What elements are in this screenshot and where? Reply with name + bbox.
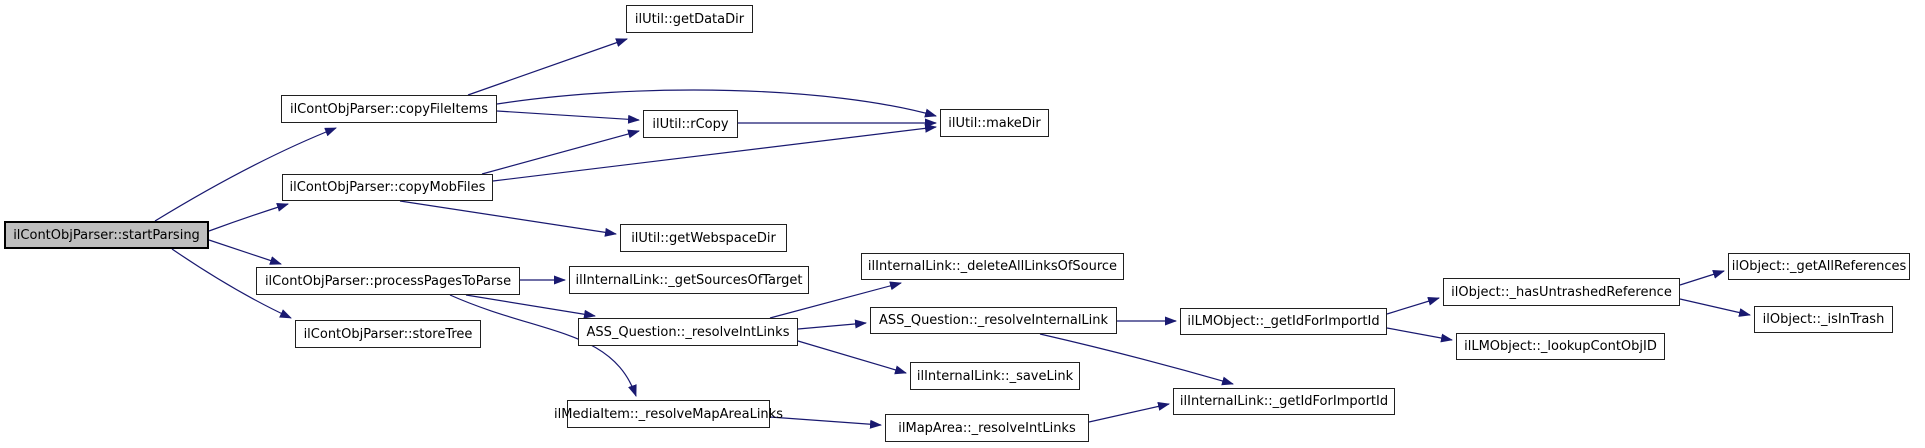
node-media-resolve-map-area-links[interactable]: ilMediaItem::_resolveMapAreaLinks — [554, 400, 783, 428]
node-label: ilLMObject::_lookupContObjID — [1464, 339, 1657, 354]
edge-lm-get-id-for-import-id-to-has-untrashed-reference — [1386, 296, 1440, 315]
node-is-in-trash[interactable]: ilObject::_isInTrash — [1754, 306, 1893, 333]
node-ass-resolve-int-links[interactable]: ASS_Question::_resolveIntLinks — [578, 318, 798, 346]
node-label: ilInternalLink::_deleteAllLinksOfSource — [867, 259, 1118, 274]
edge-start-parsing-to-copy-file-items — [154, 127, 337, 222]
edge-copy-file-items-to-get-data-dir — [467, 38, 628, 96]
node-delete-all-links-of-source[interactable]: ilInternalLink::_deleteAllLinksOfSource — [861, 253, 1124, 280]
node-has-untrashed-reference[interactable]: ilObject::_hasUntrashedReference — [1443, 278, 1680, 306]
node-label: ilContObjParser::copyMobFiles — [289, 180, 486, 195]
edge-copy-mob-files-to-make-dir — [492, 123, 937, 182]
edge-ass-resolve-internal-link-to-il-get-id-for-import-id — [1039, 333, 1234, 386]
node-start-parsing: ilContObjParser::startParsing — [4, 221, 209, 249]
node-label: ilUtil::getWebspaceDir — [631, 230, 776, 246]
edge-process-pages-to-parse-to-media-resolve-map-area-links — [449, 294, 637, 397]
node-label: ilInternalLink::_saveLink — [916, 368, 1074, 384]
node-label: ilMediaItem::_resolveMapAreaLinks — [554, 406, 783, 422]
node-label: ilLMObject::_getIdForImportId — [1187, 314, 1380, 329]
edge-ass-resolve-int-links-to-save-link — [797, 340, 907, 375]
node-label: ilInternalLink::_getSourcesOfTarget — [575, 272, 803, 288]
node-copy-mob-files[interactable]: ilContObjParser::copyMobFiles — [282, 174, 493, 201]
node-map-area-resolve-int-links[interactable]: ilMapArea::_resolveIntLinks — [885, 414, 1089, 442]
node-get-all-references[interactable]: ilObject::_getAllReferences — [1728, 253, 1910, 280]
node-lookup-cont-obj-id[interactable]: ilLMObject::_lookupContObjID — [1456, 333, 1665, 360]
node-il-get-id-for-import-id[interactable]: ilInternalLink::_getIdForImportId — [1173, 388, 1395, 415]
node-get-webspace-dir[interactable]: ilUtil::getWebspaceDir — [620, 224, 787, 252]
node-label: ilObject::_hasUntrashedReference — [1451, 284, 1672, 300]
edge-start-parsing-to-process-pages-to-parse — [208, 239, 282, 265]
node-label: ilMapArea::_resolveIntLinks — [898, 420, 1076, 436]
node-save-link[interactable]: ilInternalLink::_saveLink — [910, 362, 1080, 390]
node-label: ilContObjParser::storeTree — [303, 326, 473, 342]
edge-process-pages-to-parse-to-ass-resolve-int-links — [465, 294, 596, 319]
node-process-pages-to-parse[interactable]: ilContObjParser::processPagesToParse — [256, 267, 520, 295]
node-label: ilObject::_isInTrash — [1762, 312, 1885, 327]
edge-copy-file-items-to-make-dir — [496, 89, 937, 118]
edge-media-resolve-map-area-links-to-map-area-resolve-int-links — [769, 416, 882, 429]
edge-start-parsing-to-store-tree — [171, 248, 292, 319]
node-label: ilUtil::makeDir — [948, 115, 1041, 131]
edge-ass-resolve-int-links-to-ass-resolve-internal-link — [797, 319, 867, 330]
node-get-data-dir[interactable]: ilUtil::getDataDir — [626, 5, 753, 33]
node-label: ASS_Question::_resolveIntLinks — [586, 324, 790, 340]
edge-map-area-resolve-int-links-to-il-get-id-for-import-id — [1088, 402, 1170, 423]
node-make-dir[interactable]: ilUtil::makeDir — [940, 109, 1049, 137]
node-r-copy[interactable]: ilUtil::rCopy — [643, 110, 738, 138]
edge-ass-resolve-int-links-to-delete-all-links-of-source — [769, 281, 902, 319]
node-label: ilInternalLink::_getIdForImportId — [1179, 394, 1389, 409]
edge-copy-file-items-to-r-copy — [496, 110, 640, 124]
node-ass-resolve-internal-link[interactable]: ASS_Question::_resolveInternalLink — [870, 307, 1117, 334]
node-lm-get-id-for-import-id[interactable]: ilLMObject::_getIdForImportId — [1180, 308, 1387, 335]
edge-lm-get-id-for-import-id-to-lookup-cont-obj-id — [1386, 327, 1453, 343]
node-label: ilContObjParser::copyFileItems — [289, 101, 489, 117]
edge-copy-mob-files-to-get-webspace-dir — [399, 200, 617, 237]
node-label: ilUtil::getDataDir — [634, 11, 745, 27]
edge-start-parsing-to-copy-mob-files — [208, 203, 289, 232]
node-copy-file-items[interactable]: ilContObjParser::copyFileItems — [281, 95, 497, 123]
node-label: ilObject::_getAllReferences — [1731, 259, 1907, 274]
node-label: ilContObjParser::processPagesToParse — [264, 273, 512, 289]
node-label: ilContObjParser::startParsing — [13, 227, 200, 243]
node-label: ilUtil::rCopy — [652, 116, 729, 132]
edge-has-untrashed-reference-to-is-in-trash — [1679, 298, 1751, 317]
edge-copy-mob-files-to-r-copy — [481, 129, 640, 175]
edge-has-untrashed-reference-to-get-all-references — [1679, 270, 1725, 286]
node-label: ASS_Question::_resolveInternalLink — [878, 313, 1109, 328]
node-store-tree[interactable]: ilContObjParser::storeTree — [295, 320, 481, 348]
node-get-sources-of-target[interactable]: ilInternalLink::_getSourcesOfTarget — [569, 266, 809, 294]
